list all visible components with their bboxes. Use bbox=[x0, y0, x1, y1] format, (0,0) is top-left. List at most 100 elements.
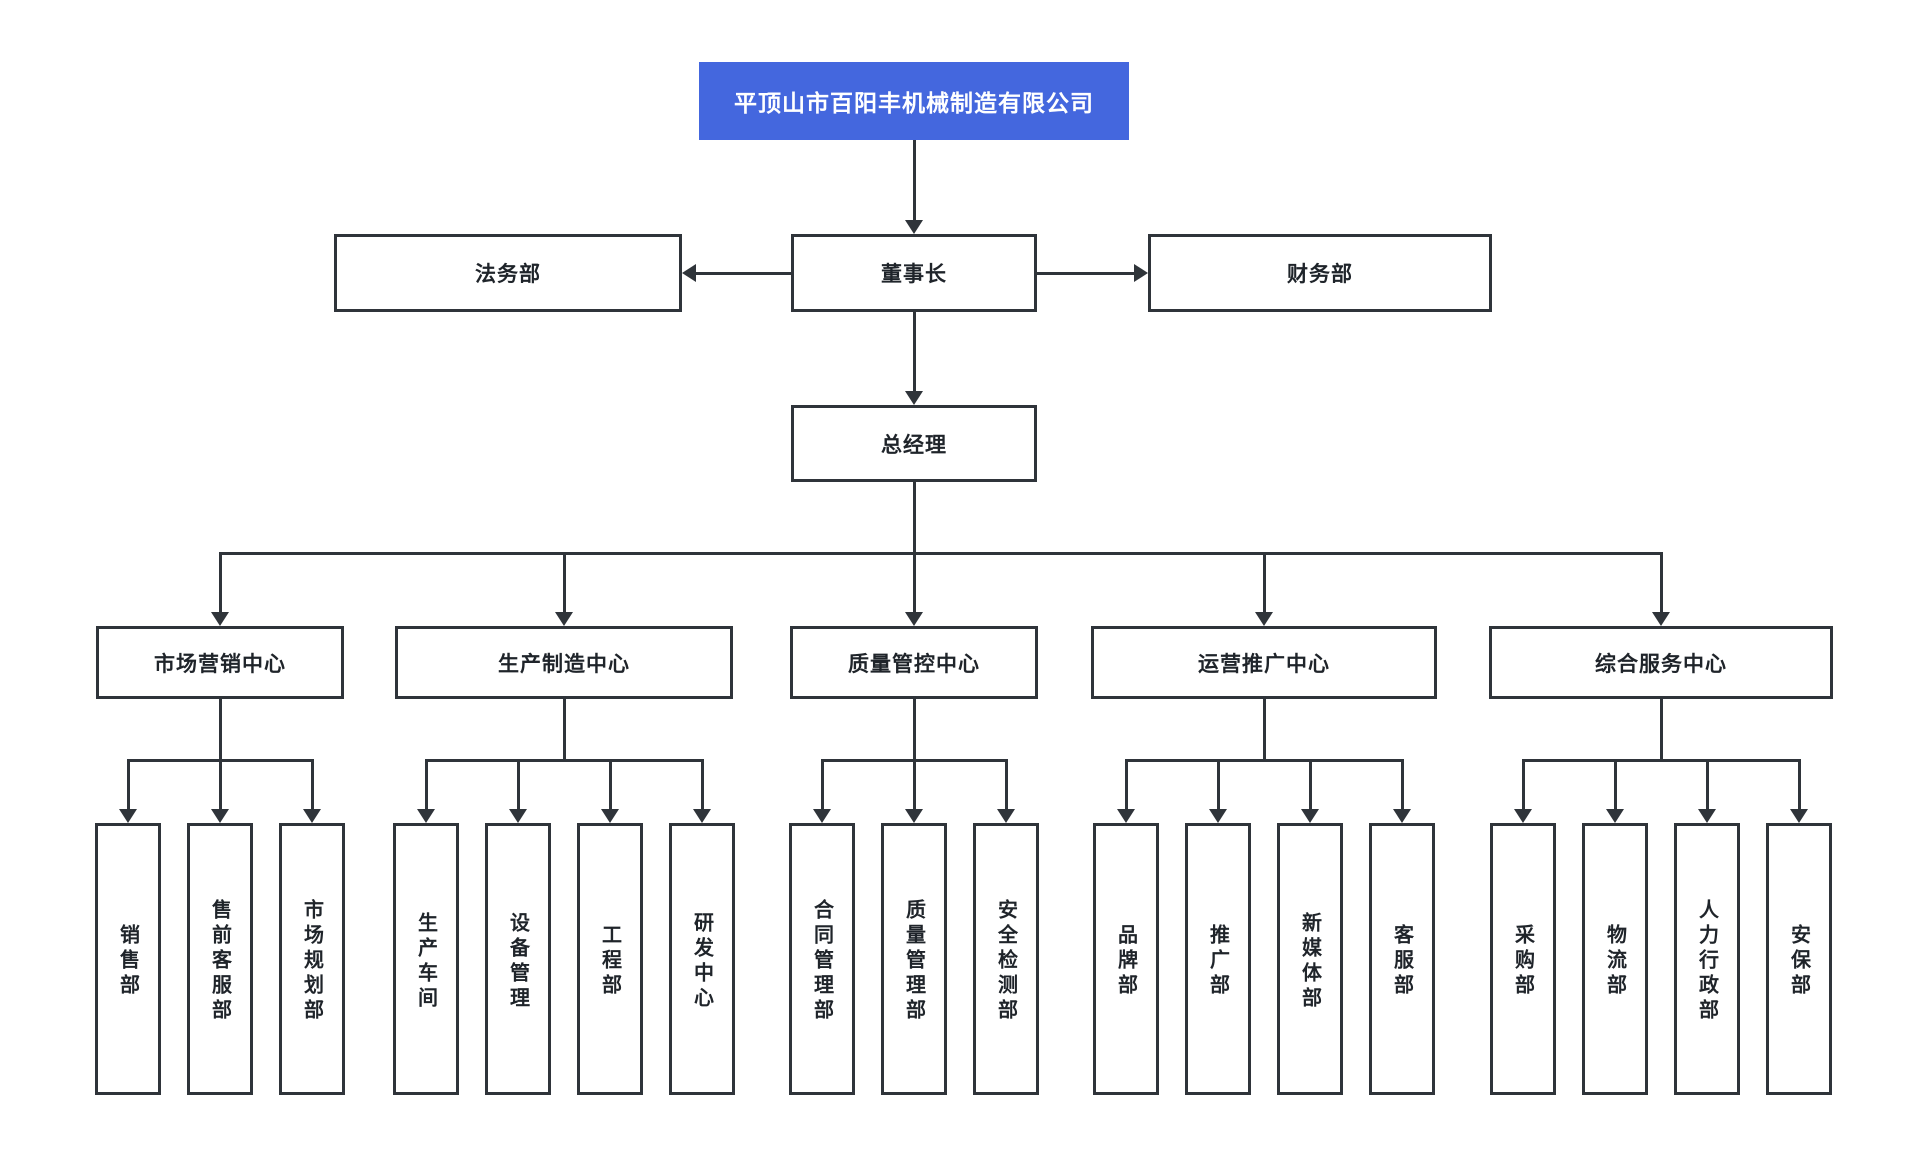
arrow-down-icon bbox=[905, 220, 923, 234]
org-node-dept: 推广部 bbox=[1185, 823, 1251, 1095]
org-node-dept-label: 工程部 bbox=[598, 924, 621, 999]
org-node-dept-label: 售前客服部 bbox=[208, 899, 231, 1024]
org-node-dept-label: 合同管理部 bbox=[810, 899, 833, 1024]
connector-line bbox=[912, 140, 916, 222]
org-node-dept-label: 安保部 bbox=[1787, 924, 1810, 999]
connector-line bbox=[1521, 758, 1801, 762]
org-node-dept: 采购部 bbox=[1490, 823, 1556, 1095]
org-node-dept-label: 推广部 bbox=[1206, 924, 1229, 999]
connector-line bbox=[310, 760, 314, 811]
org-node-dept-label: 物流部 bbox=[1603, 924, 1626, 999]
arrow-down-icon bbox=[997, 809, 1015, 823]
arrow-down-icon bbox=[1606, 809, 1624, 823]
connector-line bbox=[1659, 553, 1663, 614]
arrow-down-icon bbox=[119, 809, 137, 823]
arrow-down-icon bbox=[693, 809, 711, 823]
org-node-dept: 市场规划部 bbox=[279, 823, 345, 1095]
connector-line bbox=[1521, 760, 1525, 811]
connector-line bbox=[1216, 760, 1220, 811]
org-node-dept-label: 生产车间 bbox=[414, 911, 437, 1012]
connector-line bbox=[1262, 553, 1266, 614]
connector-line bbox=[608, 760, 612, 811]
connector-line bbox=[1262, 699, 1266, 762]
connector-line bbox=[1124, 758, 1404, 762]
org-node-dept: 合同管理部 bbox=[789, 823, 855, 1095]
arrow-down-icon bbox=[1117, 809, 1135, 823]
connector-line bbox=[912, 760, 916, 811]
org-node-center-2: 生产制造中心 bbox=[395, 626, 733, 699]
org-node-dept-label: 研发中心 bbox=[690, 911, 713, 1012]
org-node-dept: 生产车间 bbox=[393, 823, 459, 1095]
org-node-dept-label: 销售部 bbox=[116, 924, 139, 999]
org-node-dept: 质量管理部 bbox=[881, 823, 947, 1095]
arrow-down-icon bbox=[211, 809, 229, 823]
arrow-down-icon bbox=[1698, 809, 1716, 823]
org-node-dept-label: 质量管理部 bbox=[902, 899, 925, 1024]
org-node-dept-label: 市场规划部 bbox=[300, 899, 323, 1024]
arrow-down-icon bbox=[905, 391, 923, 405]
org-node-dept: 研发中心 bbox=[669, 823, 735, 1095]
connector-line bbox=[424, 758, 704, 762]
arrow-down-icon bbox=[1393, 809, 1411, 823]
org-node-dept: 品牌部 bbox=[1093, 823, 1159, 1095]
arrow-down-icon bbox=[211, 612, 229, 626]
org-node-dept: 安全检测部 bbox=[973, 823, 1039, 1095]
org-node-dept: 客服部 bbox=[1369, 823, 1435, 1095]
org-node-chairman: 董事长 bbox=[791, 234, 1037, 312]
org-node-dept-label: 采购部 bbox=[1511, 924, 1534, 999]
arrow-down-icon bbox=[303, 809, 321, 823]
org-node-dept: 物流部 bbox=[1582, 823, 1648, 1095]
org-node-center-1: 市场营销中心 bbox=[96, 626, 344, 699]
connector-line bbox=[912, 553, 916, 614]
org-node-dept-label: 品牌部 bbox=[1114, 924, 1137, 999]
org-node-dept: 安保部 bbox=[1766, 823, 1832, 1095]
connector-line bbox=[700, 760, 704, 811]
org-node-dept: 销售部 bbox=[95, 823, 161, 1095]
org-node-center-5: 综合服务中心 bbox=[1489, 626, 1833, 699]
connector-line bbox=[218, 553, 222, 614]
connector-line bbox=[1705, 760, 1709, 811]
org-node-dept-label: 安全检测部 bbox=[994, 899, 1017, 1024]
arrow-down-icon bbox=[813, 809, 831, 823]
org-node-finance-dept: 财务部 bbox=[1148, 234, 1492, 312]
connector-line bbox=[1124, 760, 1128, 811]
connector-line bbox=[820, 760, 824, 811]
connector-line bbox=[516, 760, 520, 811]
arrow-down-icon bbox=[1255, 612, 1273, 626]
connector-line bbox=[696, 271, 791, 275]
connector-line bbox=[1613, 760, 1617, 811]
connector-line bbox=[1659, 699, 1663, 762]
connector-line bbox=[912, 482, 916, 555]
connector-line bbox=[912, 312, 916, 393]
connector-line bbox=[562, 553, 566, 614]
connector-line bbox=[1004, 760, 1008, 811]
org-node-dept: 人力行政部 bbox=[1674, 823, 1740, 1095]
arrow-down-icon bbox=[601, 809, 619, 823]
arrow-down-icon bbox=[905, 809, 923, 823]
connector-line bbox=[126, 760, 130, 811]
connector-line bbox=[218, 760, 222, 811]
arrow-down-icon bbox=[905, 612, 923, 626]
arrow-down-icon bbox=[417, 809, 435, 823]
arrow-left-icon bbox=[682, 264, 696, 282]
org-node-dept: 工程部 bbox=[577, 823, 643, 1095]
connector-line bbox=[1308, 760, 1312, 811]
arrow-down-icon bbox=[1790, 809, 1808, 823]
arrow-down-icon bbox=[1301, 809, 1319, 823]
org-node-dept-label: 设备管理 bbox=[506, 911, 529, 1012]
org-node-legal-dept: 法务部 bbox=[334, 234, 682, 312]
connector-line bbox=[1797, 760, 1801, 811]
arrow-down-icon bbox=[1514, 809, 1532, 823]
connector-line bbox=[912, 699, 916, 762]
org-node-company: 平顶山市百阳丰机械制造有限公司 bbox=[699, 62, 1129, 140]
org-node-center-4: 运营推广中心 bbox=[1091, 626, 1437, 699]
org-node-dept: 设备管理 bbox=[485, 823, 551, 1095]
arrow-down-icon bbox=[1209, 809, 1227, 823]
org-node-dept: 售前客服部 bbox=[187, 823, 253, 1095]
org-node-center-3: 质量管控中心 bbox=[790, 626, 1038, 699]
connector-line bbox=[218, 699, 222, 762]
connector-line bbox=[562, 699, 566, 762]
org-node-dept-label: 新媒体部 bbox=[1298, 911, 1321, 1012]
org-node-dept-label: 人力行政部 bbox=[1695, 899, 1718, 1024]
org-node-dept: 新媒体部 bbox=[1277, 823, 1343, 1095]
